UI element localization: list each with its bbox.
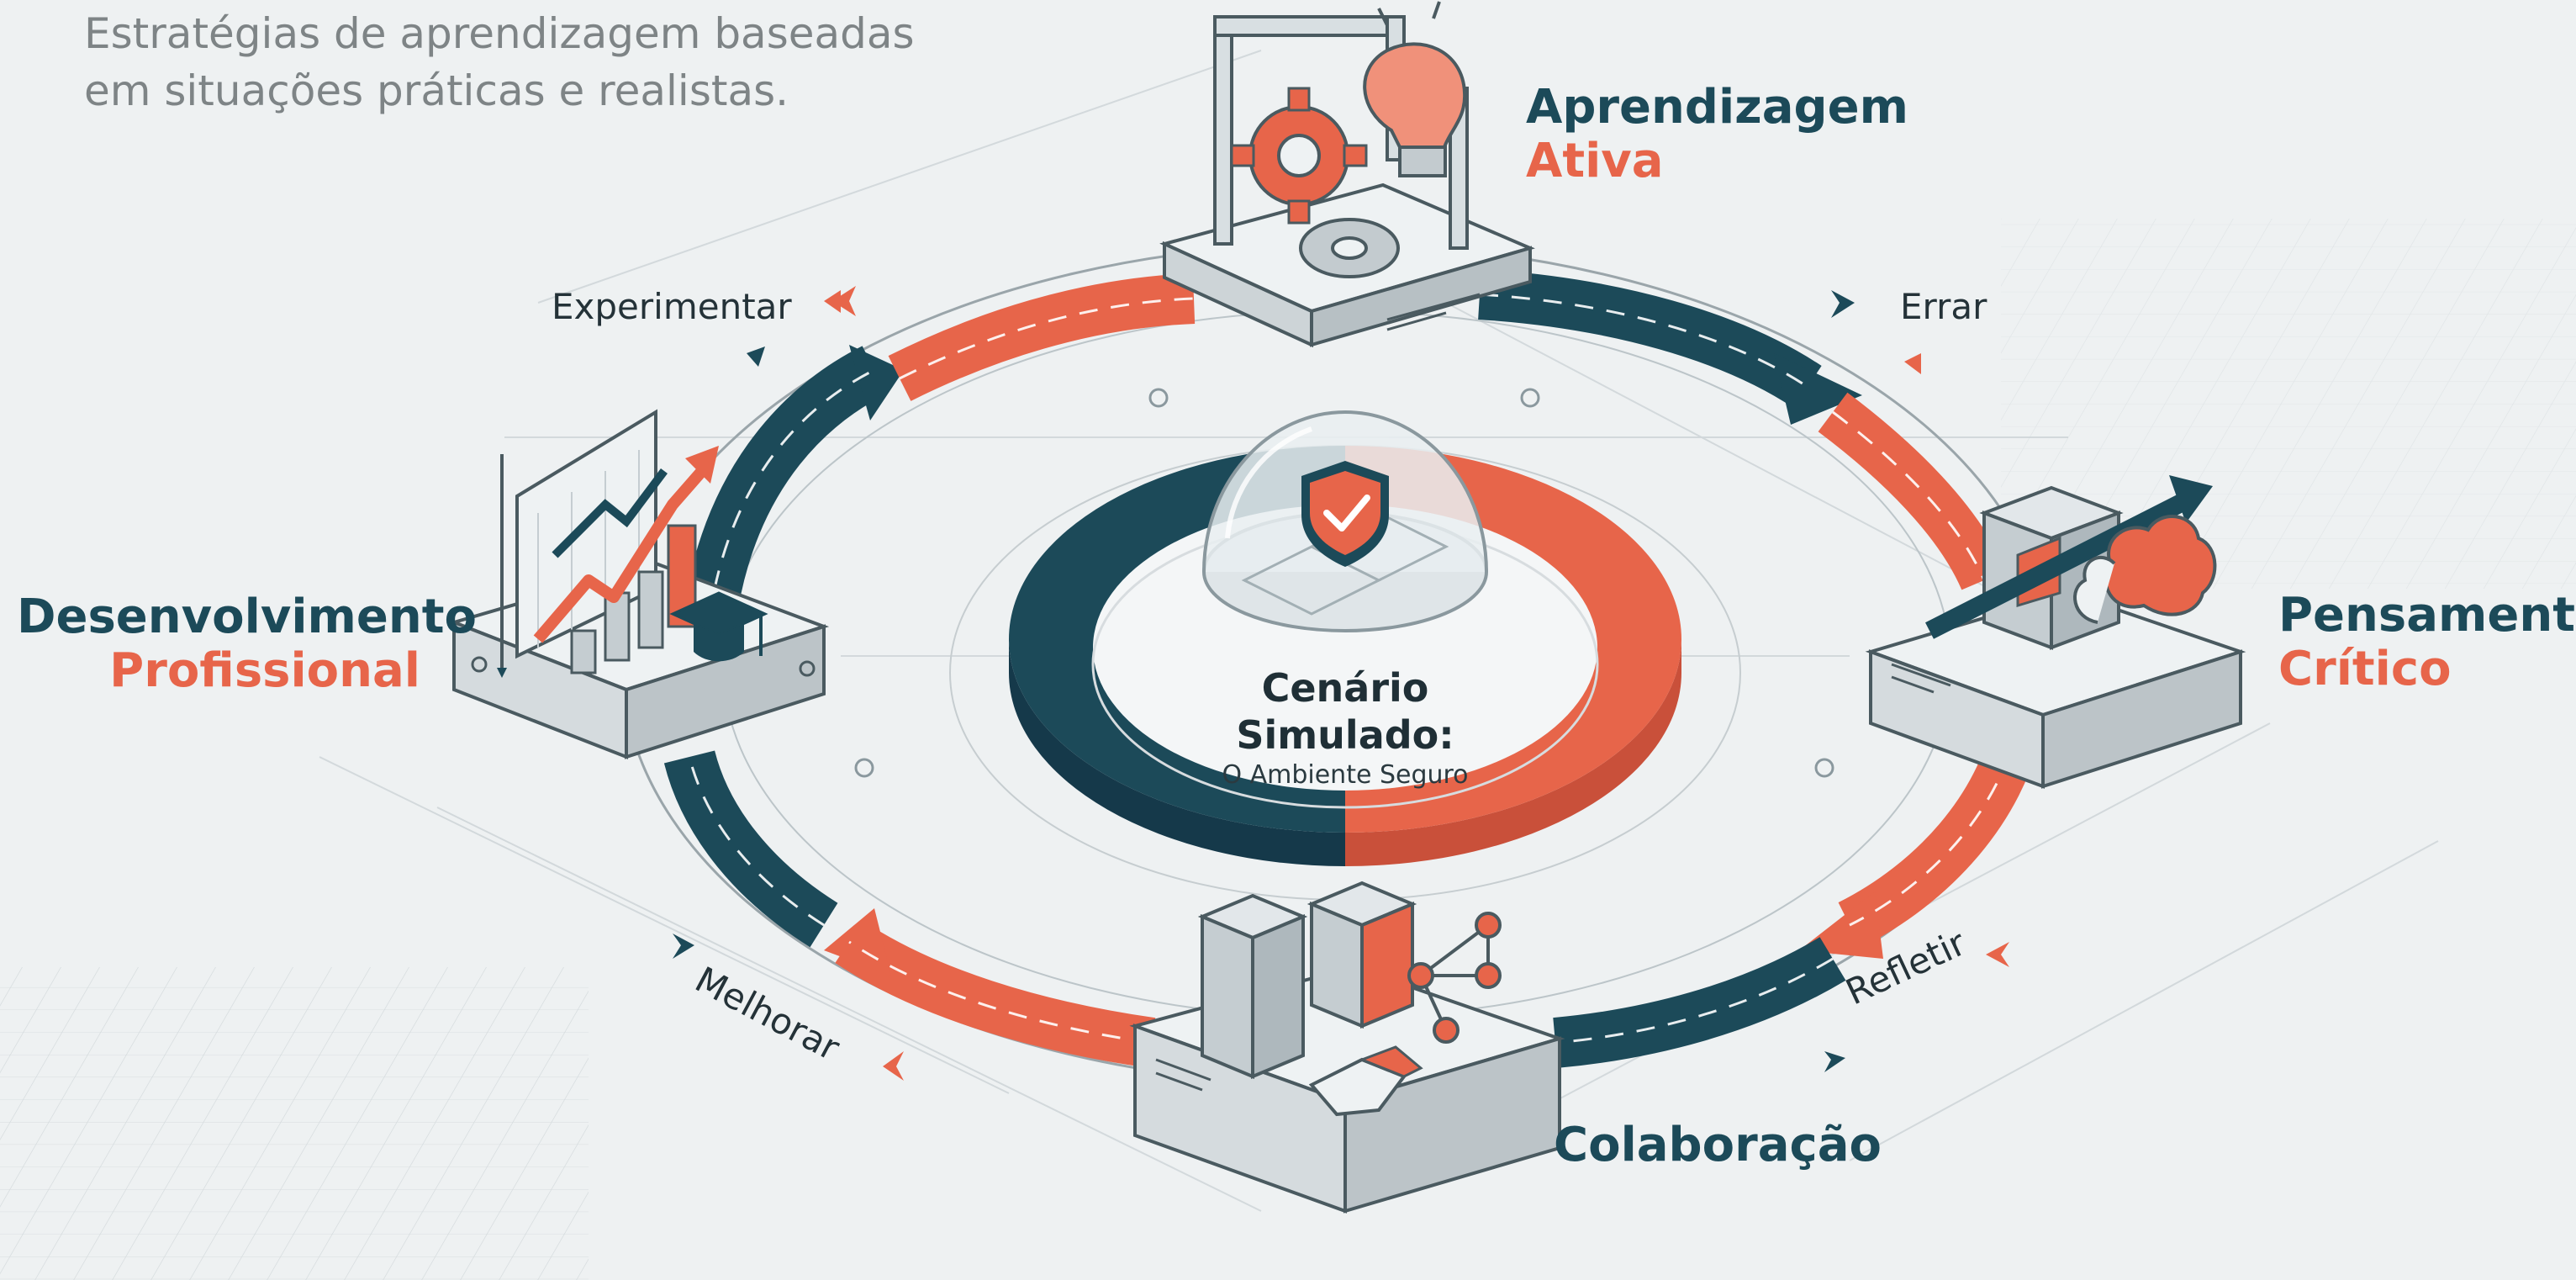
arrow-to-pensamento — [1478, 269, 1822, 409]
subtitle-line2: em situações práticas e realistas. — [84, 66, 789, 115]
platform-pensamento — [1865, 590, 2246, 789]
network-icon — [1407, 912, 1502, 1044]
brain-icon — [2073, 515, 2217, 624]
gear-small-icon — [1299, 218, 1400, 278]
center-title: Cenário Simulado: — [1236, 665, 1454, 758]
connector-dots — [854, 388, 1834, 778]
center-label: Cenário Simulado: O Ambiente Seguro — [1160, 664, 1530, 792]
subtitle-line1: Estratégias de aprendizagem baseadas — [84, 9, 915, 58]
step-chevrons — [673, 286, 2009, 1081]
node-title-line1: Pensamento — [2278, 588, 2576, 643]
step-errar: Errar — [1900, 286, 1987, 327]
node-title-line1: Colaboração — [1554, 1118, 1882, 1172]
platform-aprendizagem — [1159, 15, 1535, 348]
handshake-icon — [1308, 1045, 1423, 1117]
center-subtitle: O Ambiente Seguro — [1222, 760, 1469, 790]
page-subtitle: Estratégias de aprendizagem baseadas em … — [84, 5, 1093, 119]
arrow-icon — [1925, 475, 2213, 639]
blocks-icon — [1197, 881, 1417, 1079]
node-colaboracao: Colaboração — [1554, 1119, 1882, 1172]
node-desenvolvimento-profissional: Desenvolvimento Profissional — [17, 590, 477, 698]
node-title-line2: Profissional — [109, 643, 420, 698]
node-title-line1: Desenvolvimento — [17, 590, 477, 644]
lightbulb-icon — [1363, 1, 1467, 177]
node-pensamento-critico: Pensamento Crítico — [2278, 589, 2576, 696]
gear-icon — [1230, 87, 1368, 225]
cycle-arrows — [663, 269, 2043, 1068]
shield-check-icon — [1301, 461, 1389, 567]
node-aprendizagem-ativa: Aprendizagem Ativa — [1526, 81, 1908, 188]
node-title-line2: Crítico — [2278, 642, 2452, 696]
graduation-cap-icon — [669, 591, 768, 662]
arrow-to-aprendizagem — [688, 346, 887, 595]
node-title-line1: Aprendizagem — [1526, 80, 1908, 135]
node-title-line2: Ativa — [1526, 134, 1664, 188]
cube-icon — [1979, 485, 2124, 650]
step-experimentar: Experimentar — [552, 286, 792, 327]
